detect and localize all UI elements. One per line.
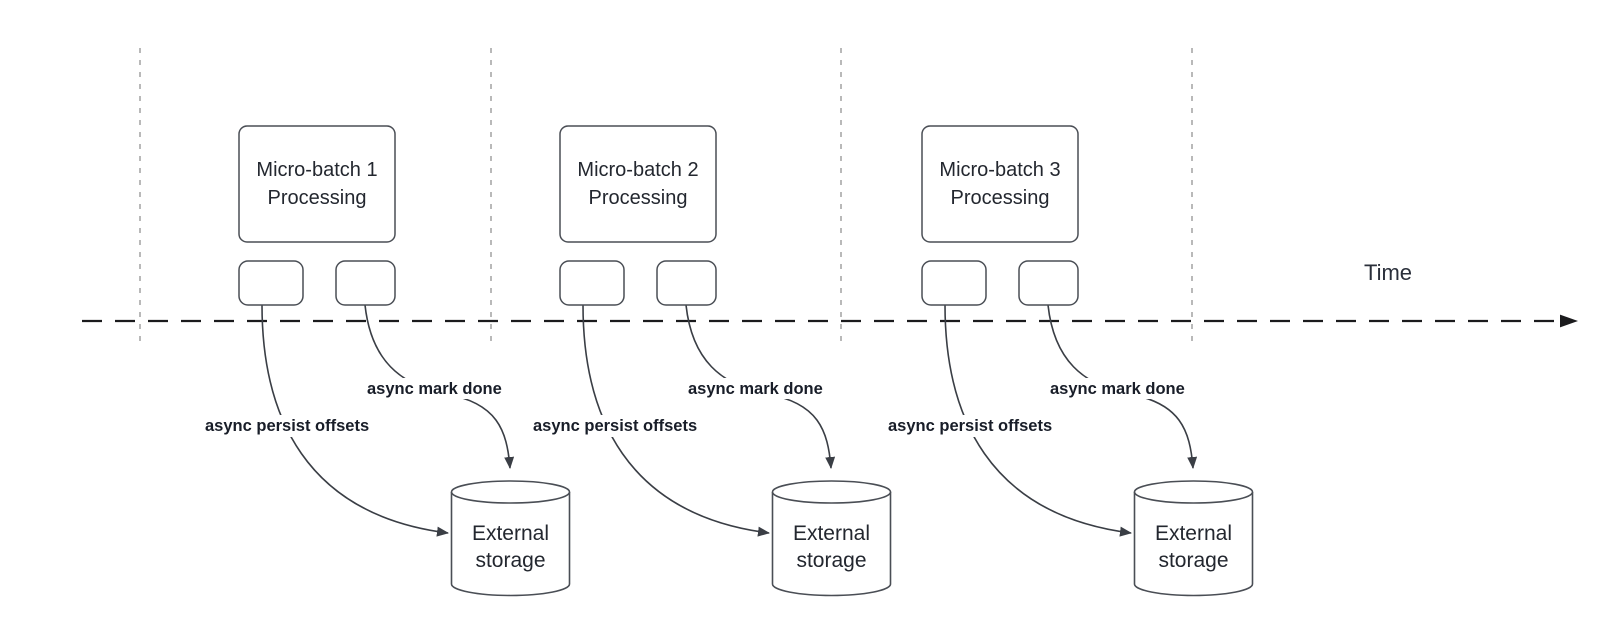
storage-cylinder-top: [450, 480, 571, 504]
mark-done-label-background: [684, 378, 832, 399]
storage-cylinder-top: [1133, 480, 1254, 504]
processing-box-title-line2: Processing: [268, 187, 367, 209]
persist-offsets-label: async persist offsets: [888, 417, 1052, 435]
persist-label-background: [884, 415, 1064, 437]
microbatch-group-3: Micro-batch 3 Processing External storag…: [884, 125, 1254, 597]
persist-label-background: [529, 415, 709, 437]
storage-cylinder-body: [771, 492, 892, 597]
microbatch-group-1: Micro-batch 1 Processing External storag…: [201, 125, 571, 597]
storage-label-line1: External: [472, 522, 549, 545]
storage-cylinder-top: [771, 480, 892, 504]
storage-label-line2: storage: [475, 549, 545, 572]
storage-label-line2: storage: [1158, 549, 1228, 572]
persist-task-box: [559, 260, 625, 306]
persist-offsets-arrow: [582, 304, 770, 537]
processing-box: [238, 125, 396, 243]
processing-box-title-line1: Micro-batch 3: [939, 159, 1060, 181]
persist-offsets-label: async persist offsets: [533, 417, 697, 435]
persist-offsets-arrow: [944, 304, 1132, 537]
processing-box-title-line1: Micro-batch 2: [577, 159, 698, 181]
time-axis-label: Time: [1364, 260, 1412, 285]
mark-done-task-box: [656, 260, 717, 306]
persist-task-box: [921, 260, 987, 306]
persist-label-background: [201, 415, 381, 437]
processing-box-title-line2: Processing: [589, 187, 688, 209]
mark-done-label: async mark done: [367, 380, 502, 398]
mark-done-task-box: [1018, 260, 1079, 306]
persist-offsets-arrow: [261, 304, 449, 537]
mark-done-label-background: [1046, 378, 1194, 399]
mark-done-task-box: [335, 260, 396, 306]
mark-done-label-background: [363, 378, 511, 399]
mark-done-label: async mark done: [688, 380, 823, 398]
storage-cylinder-body: [450, 492, 571, 597]
processing-box-title-line2: Processing: [951, 187, 1050, 209]
storage-label-line2: storage: [796, 549, 866, 572]
storage-cylinder-body: [1133, 492, 1254, 597]
time-axis-arrowhead-icon: [1560, 314, 1578, 328]
microbatch-group-2: Micro-batch 2 Processing External storag…: [529, 125, 892, 597]
persist-task-box: [238, 260, 304, 306]
persist-offsets-label: async persist offsets: [205, 417, 369, 435]
storage-label-line1: External: [793, 522, 870, 545]
processing-box: [559, 125, 717, 243]
processing-box: [921, 125, 1079, 243]
storage-label-line1: External: [1155, 522, 1232, 545]
processing-box-title-line1: Micro-batch 1: [256, 159, 377, 181]
mark-done-label: async mark done: [1050, 380, 1185, 398]
